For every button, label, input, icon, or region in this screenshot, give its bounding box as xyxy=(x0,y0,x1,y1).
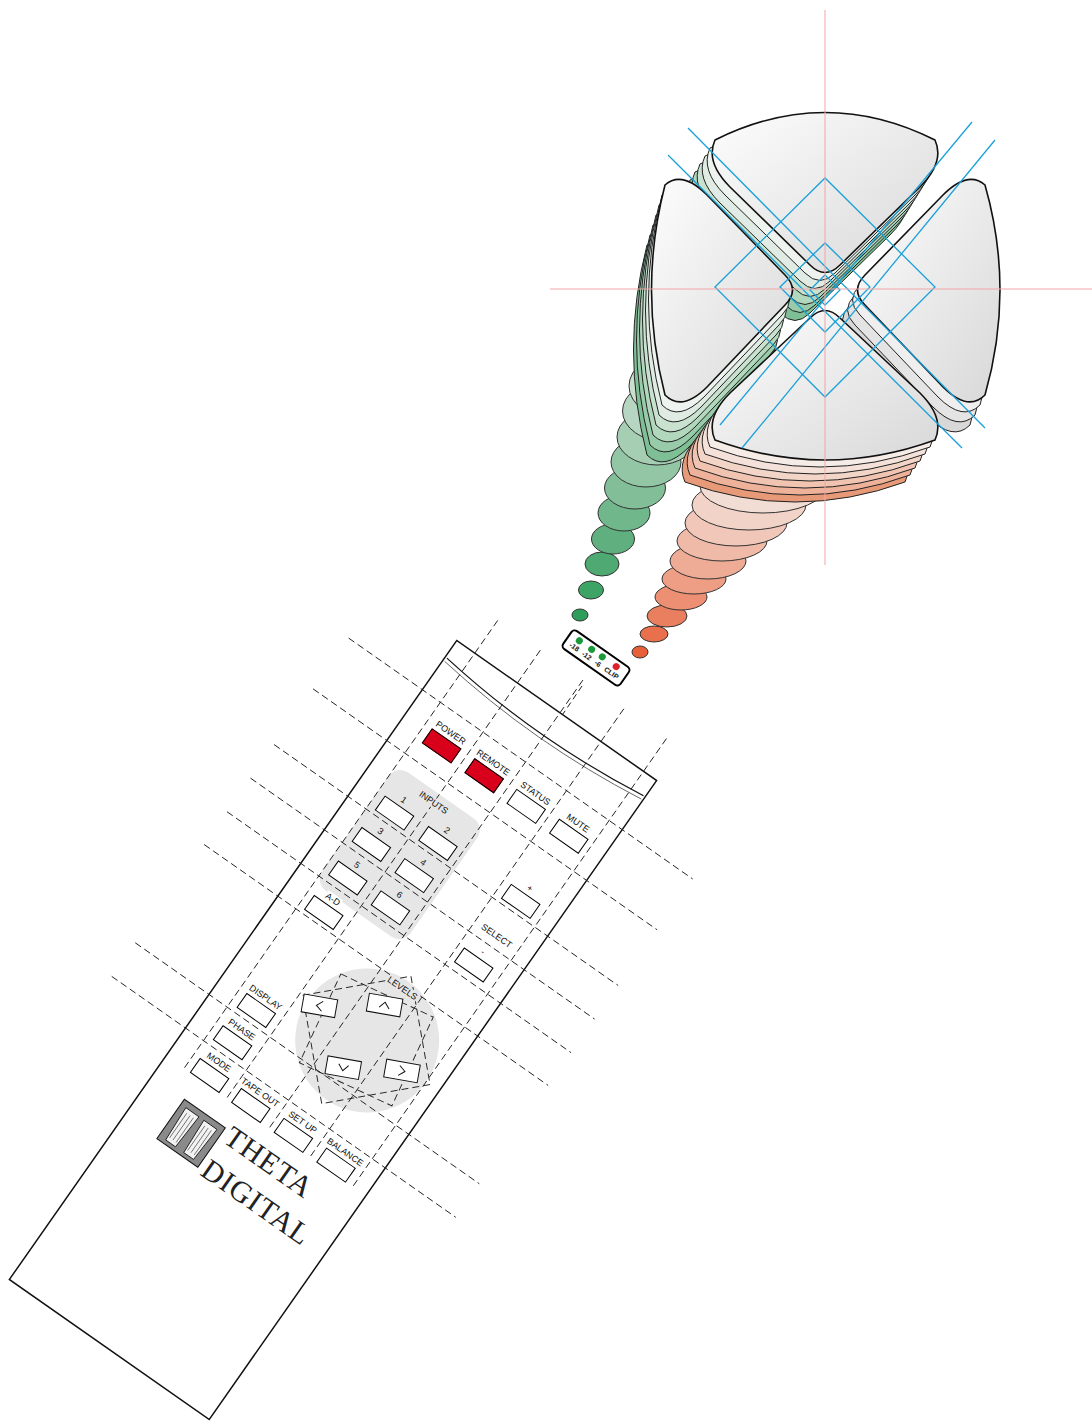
button-label: 1 xyxy=(397,794,408,806)
button-label: - xyxy=(478,946,488,957)
button-label: 3 xyxy=(374,825,385,837)
button-label: 5 xyxy=(351,859,362,871)
button-label: + xyxy=(524,882,536,894)
meter-column: -12 xyxy=(580,643,597,662)
remote-body xyxy=(9,641,656,1420)
level-meter: -18-12-6CLIP xyxy=(560,627,633,688)
button-label: 4 xyxy=(417,856,428,868)
button-label: 6 xyxy=(393,889,404,901)
meter-column: CLIP xyxy=(602,659,624,681)
remote-control: POWERREMOTESTATUSMUTE12+3456-A-DDISPLAYP… xyxy=(9,641,656,1420)
button-label: 2 xyxy=(441,824,452,836)
